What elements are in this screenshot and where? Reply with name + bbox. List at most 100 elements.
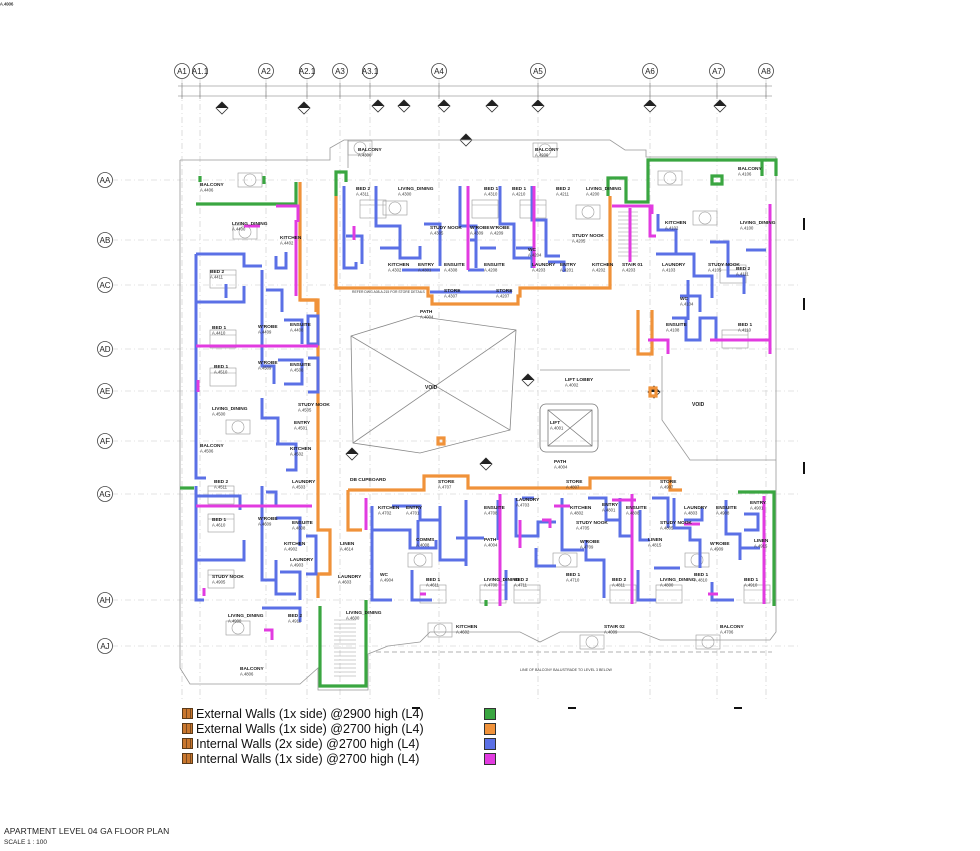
legend-label: Internal Walls (1x side) @2700 high (L4) [196,751,420,766]
grid-bubble-column: A6 [642,63,658,79]
room-code: A.4406 [200,188,214,193]
room-code: A.4408 [290,328,304,333]
legend-row: External Walls (1x side) @2900 high (L4) [182,706,424,721]
material-icon [182,708,193,719]
room-code: A.4400 [232,227,246,232]
room-name: BALCONY [200,182,225,188]
material-icon [182,738,193,749]
room-code: A.4600 [346,616,360,621]
room-name: BALCONY [358,147,383,153]
section-marker [531,99,545,113]
room-name: LIFT [550,420,560,426]
room-name: BALCONY [535,147,560,153]
room-name: LIVING_DINING [398,186,434,192]
store-details-note: REFER DWG A08.A.215 FOR STORE DETAILS [352,290,426,294]
room-label: BED 2A.4711 [514,577,528,588]
room-name: ENTRY [750,500,767,506]
room-label: STAIR 01A.4203 [622,262,643,273]
room-code: A.4707 [438,485,452,490]
room-name: KITCHEN [592,262,614,268]
room-code: A.4606 [0,2,14,7]
room-code: A.4902 [284,547,298,552]
room-name: ENSUITE [290,362,312,368]
room-name: W'ROBE [258,516,278,522]
grid-bubble-column: A8 [758,63,774,79]
room-code: A.4909 [710,547,724,552]
room-code: A.4610 [212,523,226,528]
drawing-title: APARTMENT LEVEL 04 GA FLOOR PLAN [4,826,170,836]
room-name: LIVING_DINING [660,577,696,583]
room-name: W'ROBE [710,541,730,547]
legend-swatch-blue [484,738,496,750]
room-name: STUDY NOOK [708,262,740,268]
drawing-title-block: APARTMENT LEVEL 04 GA FLOOR PLAN [4,826,169,836]
room-name: LINEN [754,538,769,544]
room-name: LAUNDRY [532,262,556,268]
room-code: A.4702 [378,511,392,516]
room-name: DB CUPBOARD [350,477,387,483]
room-name: PATH [420,309,433,315]
room-code: A.4803 [684,511,698,516]
room-code: A.4802 [570,511,584,516]
room-code: A.4206 [535,153,549,158]
room-code: A.4103 [662,268,676,273]
balustrade-note: LINE OF BALCONY BALUSTRADE TO LEVEL 3 BE… [520,668,613,672]
room-code: A.4410 [212,331,226,336]
legend-row: External Walls (1x side) @2700 high (L4) [182,721,424,736]
room-name: BED 2 [356,186,370,192]
room-code: A.4609 [258,522,272,527]
grid-bubble-row: AE [97,383,113,399]
room-name: BED 2 [514,577,528,583]
grid-label: A3 [335,67,345,76]
room-name: VOID [425,385,438,391]
room-code: A.4008 [416,543,430,548]
room-name: ENSUITE [716,505,738,511]
room-name: BALCONY [738,166,763,172]
room-label: BED 1A.4410 [212,325,226,336]
room-name: ENTRY [406,505,423,511]
room-code: A.4903 [290,563,304,568]
room-code: A.4306 [358,153,372,158]
room-name: BALCONY [0,0,25,2]
room-code: A.4910 [744,583,758,588]
room-code: A.4906 [0,2,14,7]
room-name: BED 2 [288,613,302,619]
room-name: COMMS [416,537,435,543]
room-name: STAIR 02 [604,624,625,630]
room-code: A.4001 [550,426,564,431]
room-label: BED 1A.4910 [744,577,758,588]
grid-label: AG [99,490,111,499]
room-code: A.4502 [290,452,304,457]
legend-row: Internal Walls (2x side) @2700 high (L4) [182,736,419,751]
room-code: A.4509 [258,366,272,371]
building-outline [179,139,777,691]
room-name: ENSUITE [484,262,506,268]
room-name: BED 2 [612,577,626,583]
room-name: LIVING_DINING [586,186,622,192]
room-code: A.4004 [484,543,498,548]
room-code: A.4510 [214,370,228,375]
room-label: WCA.4204 [528,247,542,258]
room-code: A.4201 [560,268,574,273]
grid-label: A6 [645,67,655,76]
room-name: WC [380,572,389,578]
section-marker [437,99,451,113]
room-code: A.4311 [356,192,370,197]
